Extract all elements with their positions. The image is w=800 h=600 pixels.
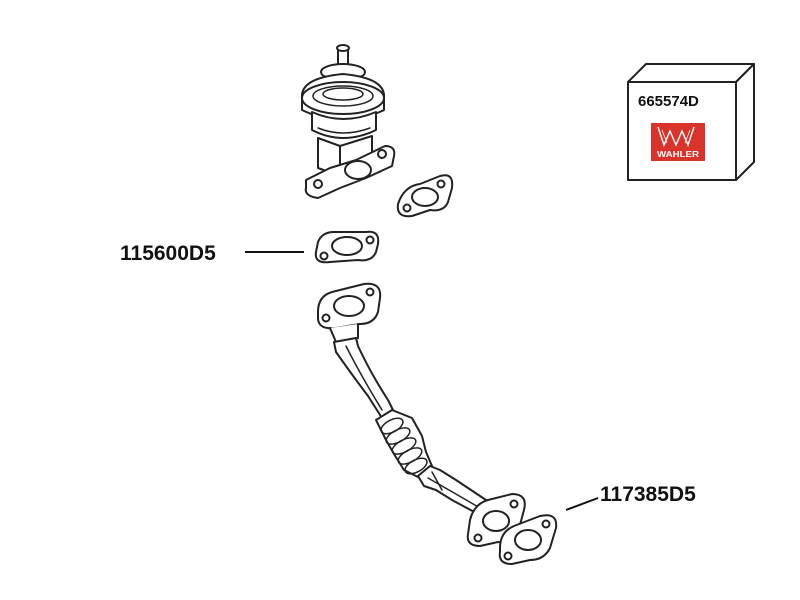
label-115600d5: 115600D5	[120, 242, 216, 265]
wahler-logo-text: WAHLER	[657, 150, 699, 159]
product-box: 665574D WAHLER	[627, 63, 755, 181]
leader-117385d5	[565, 497, 599, 511]
egr-valve	[300, 44, 396, 199]
gasket-upper-right	[396, 174, 454, 218]
wahler-logo: WAHLER	[651, 123, 705, 161]
gasket-115600d5	[314, 230, 380, 264]
label-117385d5: 117385D5	[600, 483, 696, 506]
egr-pipe	[317, 282, 526, 547]
gasket-117385d5	[498, 514, 558, 565]
label-665574d: 665574D	[638, 93, 699, 110]
